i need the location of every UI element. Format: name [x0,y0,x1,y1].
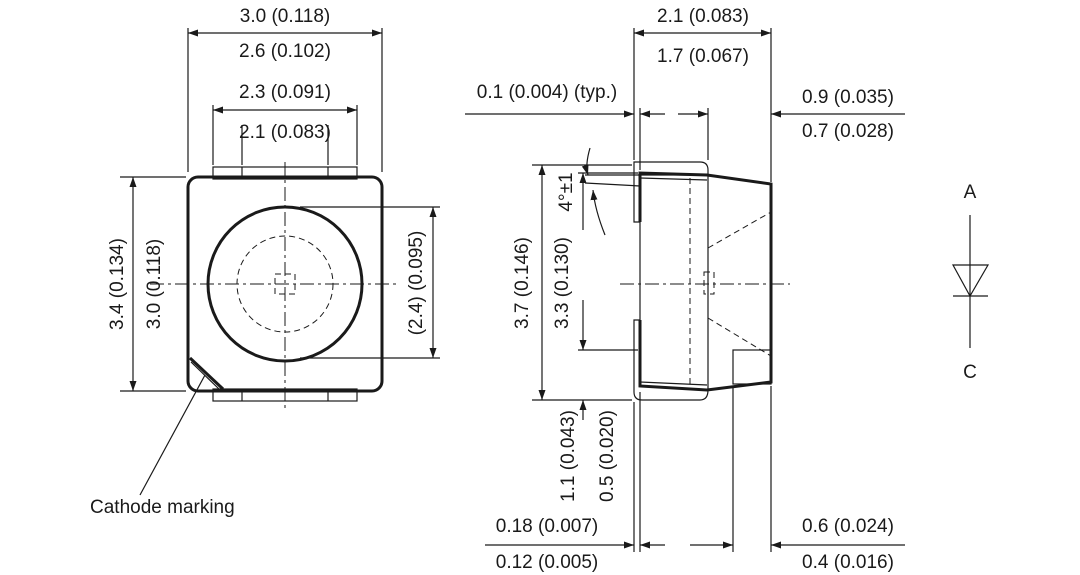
side-depth-outer-label: 2.1 (0.083) [657,6,749,27]
side-body-outline [638,171,773,392]
top-pad-inner-label: 2.1 (0.083) [239,122,331,143]
top-width-body-label: 2.6 (0.102) [239,41,331,62]
lead-min-label: 0.5 (0.020) [597,410,618,502]
bottom-left-max-label: 0.18 (0.007) [496,516,598,537]
side-depth-body-label: 1.7 (0.067) [657,46,749,67]
diode-schematic: A C [951,182,990,383]
side-height-outer-label: 3.7 (0.146) [512,237,533,329]
side-height-body-label: 3.3 (0.130) [552,237,573,329]
bottom-right-max-label: 0.6 (0.024) [802,516,894,537]
anode-label: A [964,182,977,203]
side-view: 2.1 (0.083) 1.7 (0.067) 0.1 (0.004) (typ… [465,6,905,573]
diode-triangle-icon [951,264,990,298]
cathode-marking-label: Cathode marking [90,497,235,518]
top-min-label: 0.7 (0.028) [802,121,894,142]
cathode-chamfer [188,356,225,391]
top-view: 3.0 (0.118) 2.6 (0.102) 2.3 (0.091) 2.1 … [90,6,440,518]
side-notch [732,349,772,385]
top-height-outer-label: 3.4 (0.134) [107,238,128,330]
top-pad-outer-label: 2.3 (0.091) [239,82,331,103]
lead-offset-label: 0.1 (0.004) (typ.) [477,82,617,103]
bottom-right-min-label: 0.4 (0.016) [802,552,894,573]
top-max-label: 0.9 (0.035) [802,87,894,108]
lens-diameter-label: (2.4) (0.095) [406,231,427,336]
lead-len-label: 1.1 (0.043) [558,410,579,502]
angle-label: 4°±1 [556,172,577,211]
side-lead-outline [633,161,709,401]
top-width-outer-label: 3.0 (0.118) [240,6,330,27]
bottom-left-min-label: 0.12 (0.005) [496,552,598,573]
top-height-body-label: 3.0 (0.118) [144,239,165,329]
cathode-leader [139,374,206,496]
cathode-pin-label: C [963,362,977,383]
